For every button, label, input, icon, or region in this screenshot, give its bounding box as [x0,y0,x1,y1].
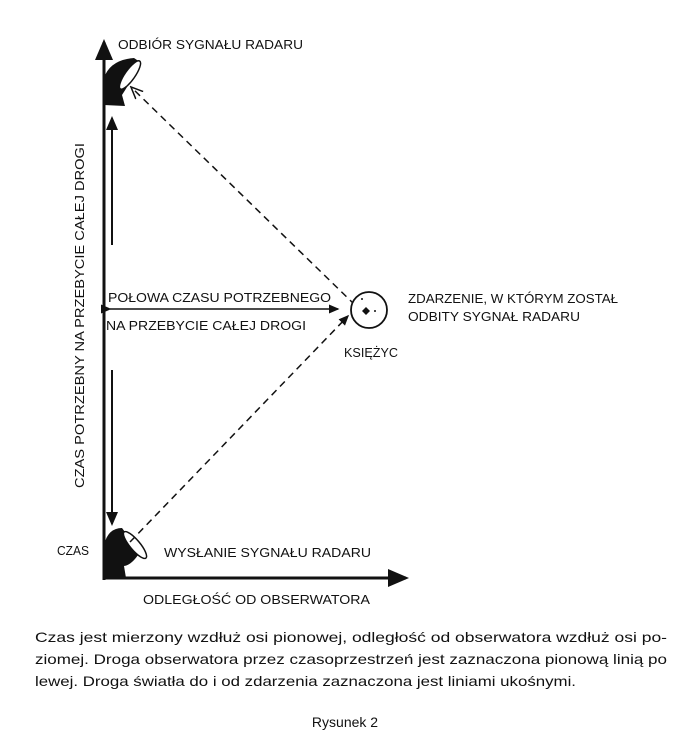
figure-number: Rysunek 2 [312,714,378,730]
reflected-light-path [132,88,356,306]
reception-label: ODBIÓR SYGNAŁU RADARU [118,37,303,52]
caption-line: lewej. Droga światła do i od zdarzenia z… [35,673,576,689]
y-axis-label: CZAS POTRZEBNY NA PRZEBYCIE CAŁEJ DROGI [72,143,87,488]
moon-icon [350,291,388,329]
caption-line: Czas jest mierzony wzdłuż osi pionowej, … [35,629,667,645]
event-label-line2: ODBITY SYGNAŁ RADARU [408,309,580,324]
half-time-label-line1: POŁOWA CZASU POTRZEBNEGO [108,290,331,305]
event-label-line1: ZDARZENIE, W KTÓRYM ZOSTAŁ [408,291,618,306]
emission-label: WYSŁANIE SYGNAŁU RADARU [164,545,371,560]
caption-line: ziomej. Droga obserwatora przez czasoprz… [35,651,667,667]
moon-label: KSIĘŻYC [344,345,398,360]
half-time-label-line2: NA PRZEBYCIE CAŁEJ DROGI [106,318,306,333]
time-label: CZAS [57,543,89,558]
x-axis-label: ODLEGŁOŚĆ OD OBSERWATORA [143,592,370,607]
emitted-light-path [129,314,350,543]
sending-dish-icon [104,528,148,578]
receiving-dish-icon [104,58,142,106]
